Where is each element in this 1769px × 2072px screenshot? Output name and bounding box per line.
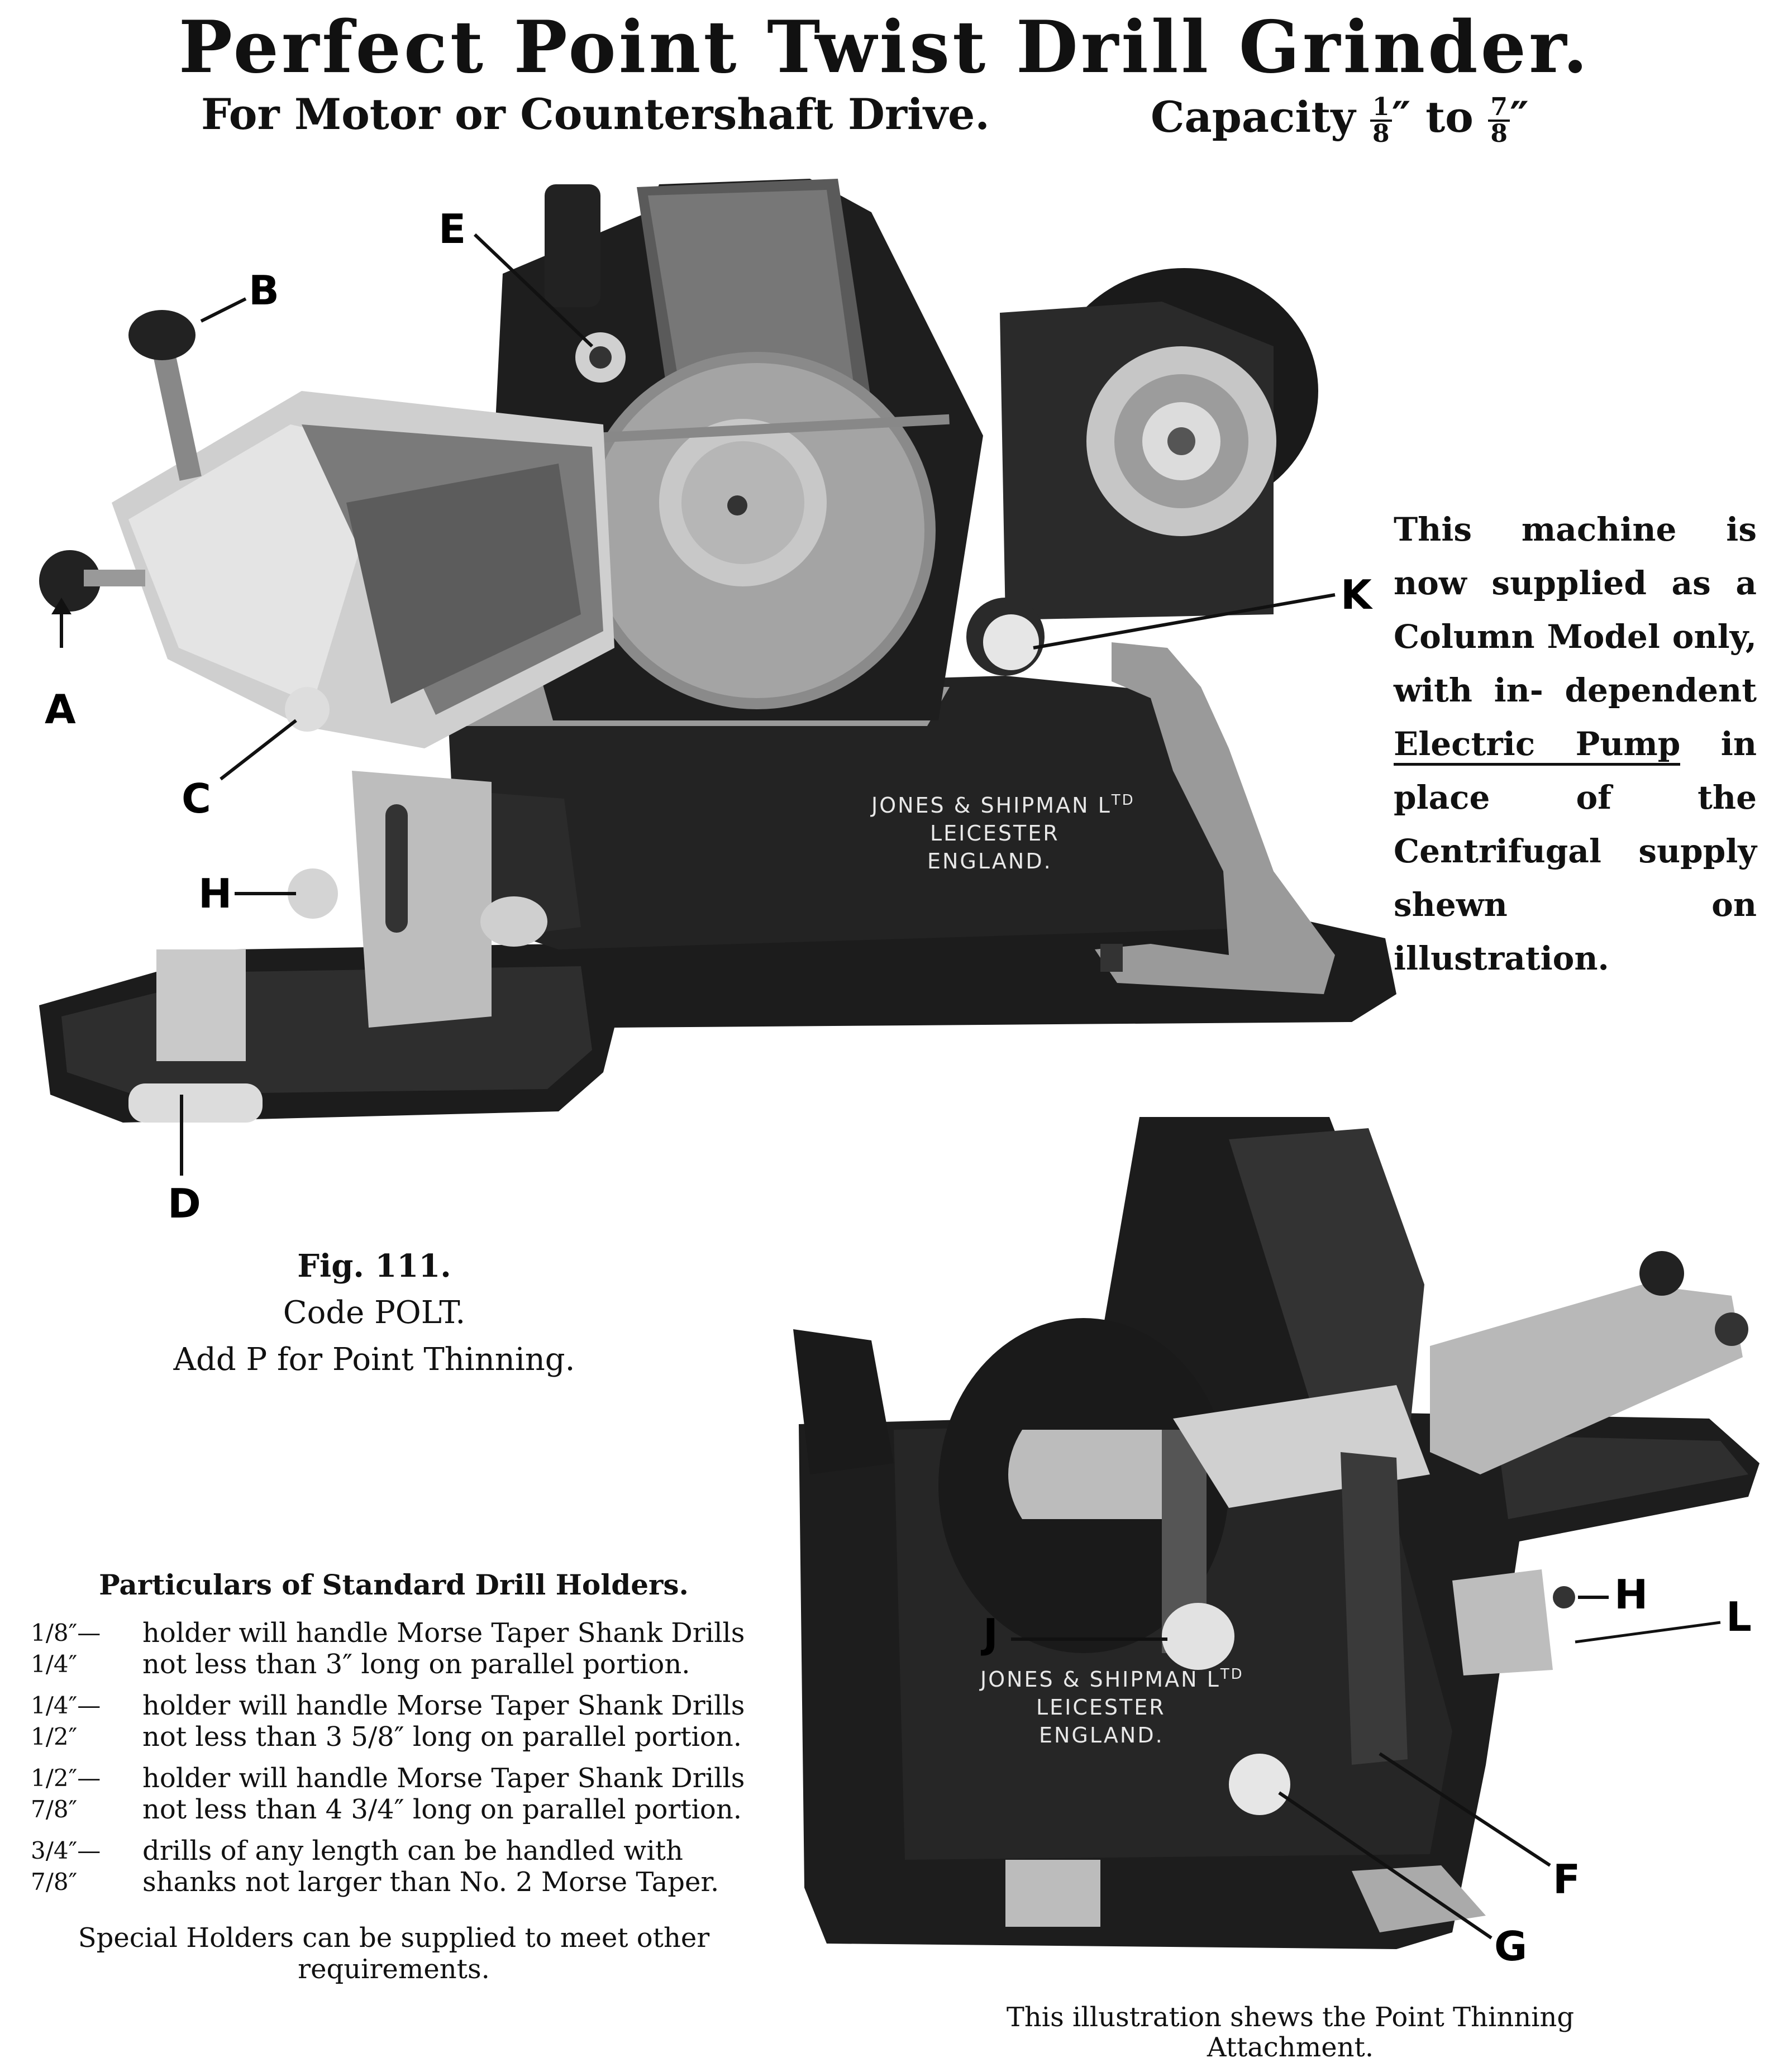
particulars-row: 1/2″—7/8″ holder will handle Morse Taper…: [31, 1763, 757, 1825]
column-model-note: This machine is now supplied as a Column…: [1394, 510, 1757, 977]
label-d: D: [168, 1180, 201, 1227]
electric-pump-emphasis: Electric Pump: [1394, 725, 1681, 766]
label-h-top: H: [198, 870, 232, 917]
nameplate-bottom-line3: ENGLAND.: [1039, 1723, 1164, 1748]
label-e: E: [438, 206, 466, 252]
holder-size: 1/8″—1/4″: [31, 1619, 101, 1678]
bottom-machine-illustration: JONES & SHIPMAN LTD LEICESTER ENGLAND.: [793, 1117, 1760, 1949]
label-c: C: [182, 775, 211, 822]
particulars-heading: Particulars of Standard Drill Holders.: [99, 1568, 689, 1601]
holder-description: holder will handle Morse Taper Shank Dri…: [142, 1690, 745, 1753]
point-thinning-note: Add P for Point Thinning.: [173, 1341, 575, 1378]
drill-holder-particulars: Particulars of Standard Drill Holders. 1…: [31, 1569, 757, 1985]
holder-description: holder will handle Morse Taper Shank Dri…: [142, 1763, 745, 1825]
capacity-to: to: [1425, 92, 1474, 142]
label-a: A: [45, 686, 76, 733]
figure-caption: Fig. 111. Code POLT. Add P for Point Thi…: [112, 1243, 637, 1383]
top-callouts: A B C D E H K: [45, 206, 1373, 1227]
code-line: Code POLT.: [283, 1295, 466, 1331]
holder-size: 3/4″—7/8″: [31, 1837, 101, 1896]
point-thinning-caption: This illustration shews the Point Thinni…: [1006, 2002, 1575, 2063]
holder-size: 1/4″—1/2″: [31, 1692, 101, 1750]
label-g: G: [1494, 1923, 1527, 1970]
nameplate-bottom-line2: LEICESTER: [1036, 1695, 1166, 1720]
holder-description: holder will handle Morse Taper Shank Dri…: [142, 1617, 745, 1680]
label-f: F: [1553, 1856, 1580, 1903]
drive-subtitle: For Motor or Countershaft Drive.: [201, 89, 990, 139]
particulars-row: 1/8″—1/4″ holder will handle Morse Taper…: [31, 1617, 757, 1680]
holder-size: 1/2″—7/8″: [31, 1764, 101, 1823]
holder-description: drills of any length can be handled with…: [142, 1835, 719, 1898]
special-holders-note: Special Holders can be supplied to meet …: [78, 1922, 710, 1985]
page-title: Perfect Point Twist Drill Grinder.: [178, 6, 1591, 89]
nameplate-line3: ENGLAND.: [927, 849, 1052, 873]
label-h-bottom: H: [1614, 1571, 1648, 1618]
capacity-label: Capacity: [1151, 92, 1356, 142]
top-machine-illustration: JONES & SHIPMAN LTD LEICESTER ENGLAND.: [39, 179, 1396, 1123]
label-b: B: [249, 267, 279, 314]
nameplate-line2: LEICESTER: [930, 821, 1060, 846]
figure-number: Fig. 111.: [297, 1248, 451, 1285]
label-k: K: [1341, 571, 1373, 618]
label-l: L: [1726, 1593, 1752, 1640]
nameplate-bottom-line1: JONES & SHIPMAN LTD: [979, 1666, 1244, 1692]
particulars-row: 3/4″—7/8″ drills of any length can be ha…: [31, 1835, 757, 1898]
particulars-row: 1/4″—1/2″ holder will handle Morse Taper…: [31, 1690, 757, 1753]
bottom-callouts: F G H J L: [980, 1571, 1752, 1970]
nameplate-line1: JONES & SHIPMAN LTD: [870, 792, 1135, 818]
label-j: J: [980, 1610, 998, 1657]
